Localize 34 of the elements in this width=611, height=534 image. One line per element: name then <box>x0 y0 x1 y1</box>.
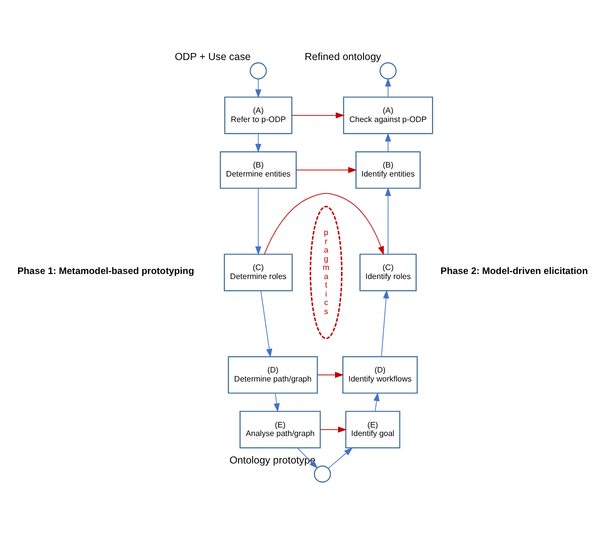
node-ellipse: pragmatics <box>310 206 342 340</box>
node-box: (A) Check against p-ODP <box>343 96 434 134</box>
arrow <box>320 426 347 433</box>
arrow <box>317 372 344 378</box>
arrow <box>255 188 262 256</box>
arrow <box>255 78 262 98</box>
node-box: (B) Identify entities <box>355 151 421 189</box>
node-box: (B) Determine entities <box>220 151 297 189</box>
node-box: (A) Refer to p-ODP <box>224 96 292 134</box>
arrow <box>264 193 384 256</box>
node-label: Refined ontology <box>304 52 382 64</box>
node-box: (C) Determine roles <box>224 254 293 292</box>
label: Phase 1: Metamodel-based prototyping <box>17 266 194 278</box>
node-label: ODP + Use case <box>174 52 251 64</box>
node-box: (E) Analyse path/graph <box>240 410 321 448</box>
arrow <box>381 290 390 357</box>
arrow <box>260 290 272 358</box>
arrow <box>385 132 392 152</box>
label: Phase 2: Model-driven elicitation <box>440 266 588 278</box>
arrow <box>385 187 392 254</box>
node-circle <box>250 62 267 80</box>
node-box: (C) Identify roles <box>359 254 417 292</box>
arrow <box>255 133 262 153</box>
arrow <box>385 78 392 98</box>
arrow <box>328 447 353 469</box>
node-circle <box>380 62 397 80</box>
node-box: (E) Identify goal <box>345 410 400 448</box>
node-circle <box>314 466 332 483</box>
arrow <box>292 112 345 118</box>
node-box: (D) Identify workflows <box>342 356 418 394</box>
node-box: (D) Determine path/graph <box>228 356 318 394</box>
arrow <box>296 166 357 174</box>
arrow <box>374 392 380 412</box>
arrow <box>274 393 280 412</box>
